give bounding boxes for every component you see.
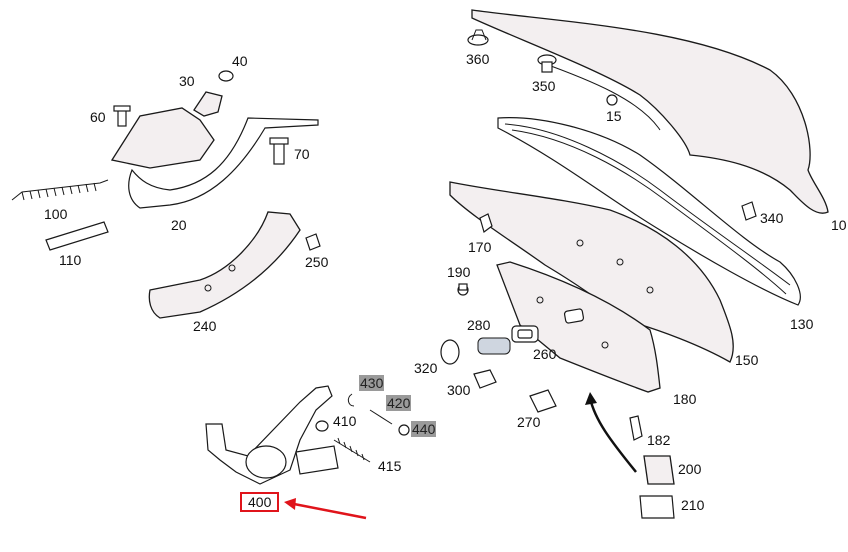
pin-part-420[interactable] bbox=[369, 409, 393, 425]
part-170[interactable] bbox=[479, 213, 493, 234]
callout-440-highlighted[interactable]: 440 bbox=[411, 421, 437, 437]
callout-430-highlighted[interactable]: 430 bbox=[359, 375, 385, 391]
callout-200[interactable]: 200 bbox=[678, 461, 702, 477]
callout-100[interactable]: 100 bbox=[44, 206, 68, 222]
part-440[interactable] bbox=[398, 424, 410, 436]
callout-300[interactable]: 300 bbox=[447, 382, 471, 398]
part-190[interactable] bbox=[457, 283, 469, 296]
callout-400-selected[interactable]: 400 bbox=[240, 492, 280, 512]
callout-340[interactable]: 340 bbox=[760, 210, 784, 226]
callout-70[interactable]: 70 bbox=[294, 146, 310, 162]
sleeve-part-110[interactable] bbox=[45, 221, 109, 251]
callout-350[interactable]: 350 bbox=[532, 78, 556, 94]
callout-170[interactable]: 170 bbox=[468, 239, 492, 255]
part-30[interactable] bbox=[193, 91, 223, 117]
callout-10[interactable]: 10 bbox=[831, 217, 847, 233]
seal-part-130[interactable] bbox=[497, 117, 801, 306]
callout-240[interactable]: 240 bbox=[193, 318, 217, 334]
part-410[interactable] bbox=[315, 420, 329, 432]
callout-190[interactable]: 190 bbox=[447, 264, 471, 280]
callout-420-highlighted[interactable]: 420 bbox=[386, 395, 412, 411]
part-350[interactable] bbox=[537, 54, 557, 73]
callout-360[interactable]: 360 bbox=[466, 51, 490, 67]
callout-260[interactable]: 260 bbox=[533, 346, 557, 362]
callout-150[interactable]: 150 bbox=[735, 352, 759, 368]
part-210[interactable] bbox=[639, 495, 675, 519]
spring-part-415[interactable] bbox=[333, 437, 371, 463]
part-340[interactable] bbox=[741, 201, 757, 221]
callout-182[interactable]: 182 bbox=[647, 432, 671, 448]
black-pointer-arrowhead bbox=[585, 392, 597, 405]
callout-210[interactable]: 210 bbox=[681, 497, 705, 513]
callout-280[interactable]: 280 bbox=[467, 317, 491, 333]
part-270[interactable] bbox=[529, 389, 557, 413]
hinge-bracket-part-20[interactable] bbox=[110, 107, 319, 209]
callout-60[interactable]: 60 bbox=[90, 109, 106, 125]
red-pointer-arrowhead bbox=[284, 498, 296, 510]
callout-250[interactable]: 250 bbox=[305, 254, 329, 270]
callout-180[interactable]: 180 bbox=[673, 391, 697, 407]
callout-20[interactable]: 20 bbox=[171, 217, 187, 233]
trunk-lid-part-10[interactable] bbox=[471, 9, 829, 214]
callout-30[interactable]: 30 bbox=[179, 73, 195, 89]
part-40[interactable] bbox=[218, 70, 234, 82]
part-70[interactable] bbox=[269, 137, 289, 165]
part-182[interactable] bbox=[629, 415, 643, 441]
part-250[interactable] bbox=[305, 233, 321, 251]
part-300[interactable] bbox=[473, 369, 497, 389]
callout-110[interactable]: 110 bbox=[59, 252, 82, 268]
black-pointer-arrow bbox=[588, 397, 637, 473]
inner-panel-part-150[interactable] bbox=[449, 181, 734, 363]
part-200[interactable] bbox=[643, 455, 675, 485]
part-260[interactable] bbox=[511, 325, 539, 343]
part-15[interactable] bbox=[606, 94, 618, 106]
callout-410[interactable]: 410 bbox=[333, 413, 357, 429]
part-320[interactable] bbox=[440, 339, 460, 365]
spring-part-100[interactable] bbox=[11, 179, 109, 201]
callout-320[interactable]: 320 bbox=[414, 360, 438, 376]
part-60[interactable] bbox=[113, 105, 131, 127]
part-280[interactable] bbox=[477, 337, 511, 355]
actuator-part-400[interactable] bbox=[205, 385, 339, 485]
callout-130[interactable]: 130 bbox=[790, 316, 814, 332]
clip-part-430[interactable] bbox=[347, 393, 355, 407]
callout-40[interactable]: 40 bbox=[232, 53, 248, 69]
trim-part-180[interactable] bbox=[496, 261, 661, 393]
callout-270[interactable]: 270 bbox=[517, 414, 541, 430]
gas-strut-arm-part-240[interactable] bbox=[148, 211, 301, 319]
callout-15[interactable]: 15 bbox=[606, 108, 622, 124]
red-pointer-arrow bbox=[293, 502, 367, 520]
callout-415[interactable]: 415 bbox=[378, 458, 402, 474]
part-360[interactable] bbox=[467, 29, 489, 46]
